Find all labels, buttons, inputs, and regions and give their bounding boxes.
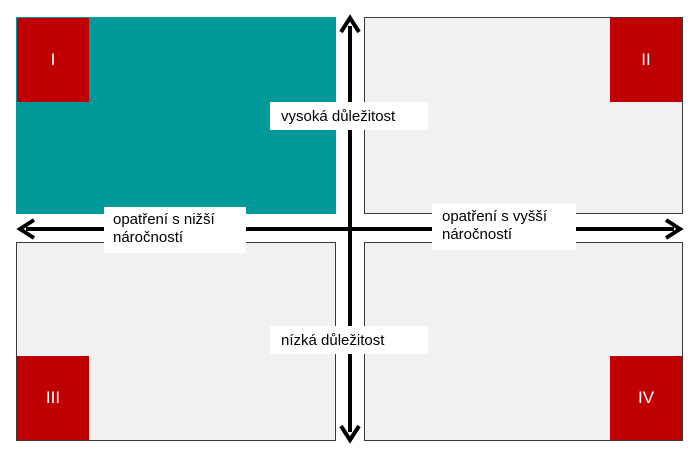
- quadrant-4-badge: IV: [610, 356, 682, 440]
- axis-arrow-down: [339, 424, 361, 444]
- quadrant-3-badge: III: [17, 356, 89, 440]
- quadrant-1-badge: I: [17, 18, 89, 102]
- axis-arrow-left: [16, 218, 36, 240]
- quadrant-2: II: [364, 17, 683, 214]
- axis-label-higher-effort: opatření s vyšší náročností: [432, 204, 576, 250]
- quadrant-3-label: III: [45, 388, 61, 407]
- quadrant-4-label: IV: [637, 388, 655, 407]
- axis-label-lower-effort: opatření s nižší náročností: [104, 207, 246, 253]
- axis-arrow-right: [664, 218, 684, 240]
- quadrant-1-label: I: [50, 50, 56, 69]
- axis-label-low-importance: nízká důležitost: [270, 326, 428, 354]
- quadrant-2-label: II: [641, 50, 651, 69]
- axis-label-high-importance: vysoká důležitost: [270, 102, 428, 130]
- quadrant-2-badge: II: [610, 18, 682, 102]
- axis-arrow-up: [339, 14, 361, 34]
